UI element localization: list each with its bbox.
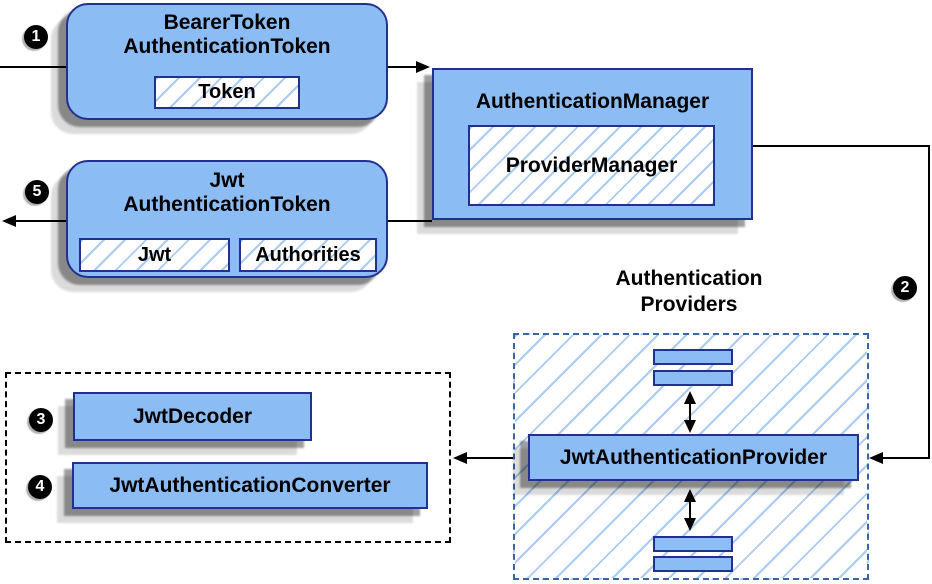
provider-to-decoder-group-arrow xyxy=(453,452,513,464)
provider-lower-link-arrow xyxy=(684,489,696,531)
jwt-chip: Jwt xyxy=(79,238,230,272)
jwt-authentication-converter-node: JwtAuthenticationConverter xyxy=(72,462,428,509)
step-2-badge: 2 xyxy=(893,276,917,300)
other-provider-placeholder xyxy=(653,370,733,386)
authorities-chip: Authorities xyxy=(239,238,377,272)
jwt-authentication-provider-node: JwtAuthenticationProvider xyxy=(528,434,859,481)
bearer-token-authentication-token-title: BearerToken AuthenticationToken xyxy=(123,11,331,58)
jwt-decoder-group xyxy=(5,372,451,543)
authentication-providers-title: Authentication Providers xyxy=(615,267,763,316)
jwt-authentication-token-title: Jwt AuthenticationToken xyxy=(123,169,331,216)
provider-manager-chip: ProviderManager xyxy=(468,125,715,206)
jwt-authentication-token-node: Jwt AuthenticationToken Jwt Authorities xyxy=(66,160,388,278)
step-4-badge: 4 xyxy=(28,475,52,499)
step-1-badge: 1 xyxy=(24,25,48,49)
other-provider-placeholder xyxy=(653,349,733,365)
bearer-to-manager-arrow xyxy=(388,61,430,73)
step-5-badge: 5 xyxy=(25,180,49,204)
other-provider-placeholder xyxy=(653,536,733,552)
jwt-decoder-node: JwtDecoder xyxy=(73,392,312,441)
manager-to-provider-arrow xyxy=(753,145,930,464)
bearer-token-authentication-token-node: BearerToken AuthenticationToken Token xyxy=(66,3,388,120)
step-3-badge: 3 xyxy=(29,408,53,432)
jwt-authentication-converter-label: JwtAuthenticationConverter xyxy=(109,473,391,497)
token-chip: Token xyxy=(154,76,300,109)
other-provider-placeholder xyxy=(653,556,733,572)
jwt-authentication-provider-label: JwtAuthenticationProvider xyxy=(559,445,828,469)
authentication-manager-title: AuthenticationManager xyxy=(475,90,710,113)
authentication-manager-node: AuthenticationManager ProviderManager xyxy=(432,68,753,220)
provider-upper-link-arrow xyxy=(684,391,696,433)
authentication-providers-group: JwtAuthenticationProvider xyxy=(513,333,869,580)
jwt-token-out-arrow xyxy=(2,215,66,227)
jwt-decoder-label: JwtDecoder xyxy=(132,404,253,428)
